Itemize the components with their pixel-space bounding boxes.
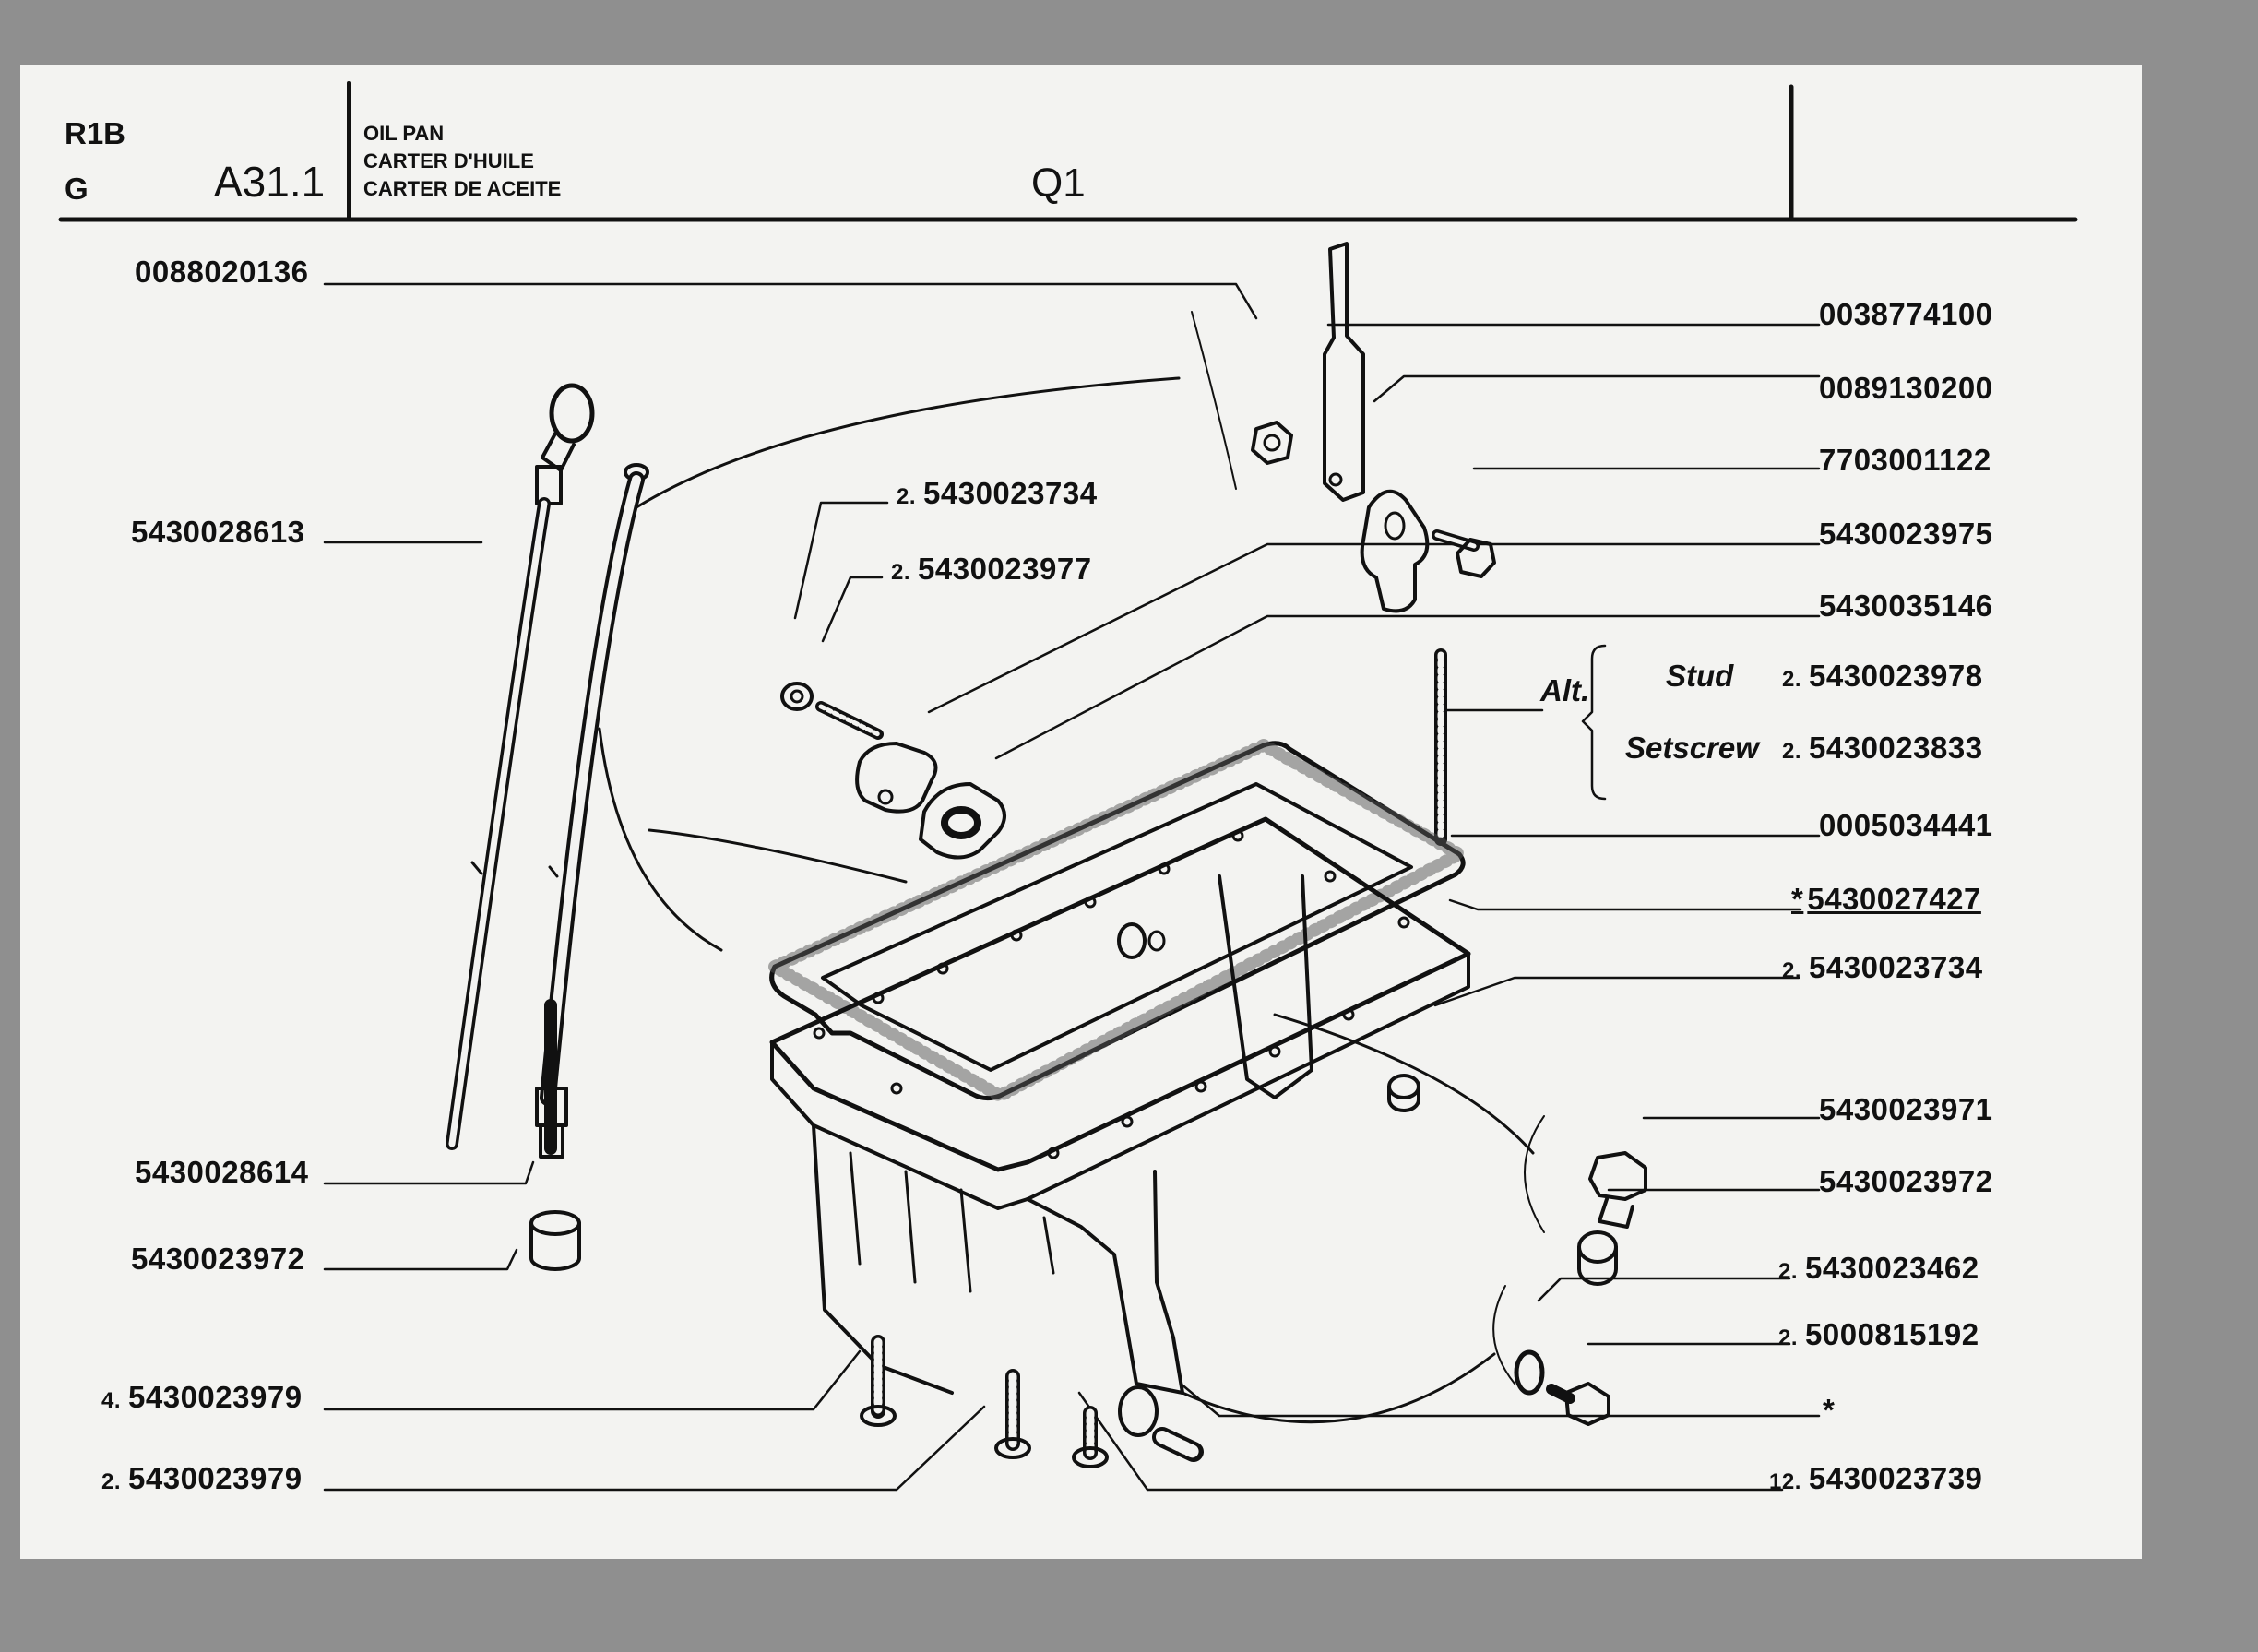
oil-pan-exploded-view xyxy=(58,81,2078,1492)
leader-5430023734-top xyxy=(793,501,889,620)
leader-5430023977 xyxy=(821,576,884,643)
part-label: 5430023972 xyxy=(131,1242,305,1276)
arc-dipstick-to-pan xyxy=(627,376,1181,514)
part-label: 2.5430023833 xyxy=(1782,731,1983,765)
alt-setscrew-label: Setscrew xyxy=(1625,731,1759,765)
part-label: 2.5430023978 xyxy=(1782,659,1983,693)
part-label: 2.5000815192 xyxy=(1778,1317,1979,1351)
drain-hardware xyxy=(1152,1074,1647,1462)
part-label: 0005034441 xyxy=(1819,808,1993,842)
alt-label: Alt. xyxy=(1540,673,1590,707)
model-code: R1B xyxy=(65,116,126,150)
part-label: 5430028613 xyxy=(131,515,305,549)
sleeve-left xyxy=(529,1210,581,1271)
part-label: 5430023975 xyxy=(1819,517,1993,551)
part-label: 0088020136 xyxy=(135,255,309,289)
leader-5430023979-2 xyxy=(323,1405,986,1492)
oil-pan-body xyxy=(769,816,1471,1437)
part-label: 5430023971 xyxy=(1819,1092,1993,1126)
header-rules xyxy=(58,81,2078,222)
leader-5430035146 xyxy=(994,614,1821,760)
part-label: * xyxy=(1823,1393,1836,1427)
part-label: *5430027427 xyxy=(1791,882,1981,916)
part-label: 5430023972 xyxy=(1819,1164,1993,1198)
dipstick xyxy=(446,383,595,1150)
leader-5430023739 xyxy=(1077,1391,1784,1492)
leader-0088020136 xyxy=(323,282,1258,320)
alt-bracket xyxy=(1581,644,1607,801)
part-label: 2.5430023977 xyxy=(891,552,1092,586)
part-label: 2.5430023734 xyxy=(897,476,1098,510)
leader-lines xyxy=(323,282,1821,1492)
title-fr: CARTER D'HUILE xyxy=(363,149,534,172)
arc-gasket-to-pan xyxy=(598,727,723,952)
part-label: 2.5430023734 xyxy=(1782,950,1983,984)
leader-5430023979-4 xyxy=(323,1349,862,1411)
oil-pan-gasket xyxy=(768,739,1466,1102)
bracket-hardware xyxy=(1251,242,1496,613)
leader-0089130200 xyxy=(1373,374,1821,403)
plate-hardware xyxy=(780,682,1006,860)
leader-5430023972-left xyxy=(323,1248,518,1271)
part-label: 5430028614 xyxy=(135,1155,309,1189)
leader-star xyxy=(1179,1382,1821,1418)
arc-drain-plug xyxy=(1273,1013,1535,1155)
parts-sheet: R1B G A31.1 OIL PAN CARTER D'HUILE CARTE… xyxy=(20,65,2142,1559)
part-label: 2.5430023462 xyxy=(1778,1251,1979,1285)
part-label: 0038774100 xyxy=(1819,297,1993,331)
alt-stud-label: Stud xyxy=(1666,659,1734,693)
part-label: 4.5430023979 xyxy=(101,1380,303,1414)
part-label: 0089130200 xyxy=(1819,371,1993,405)
dipstick-tube xyxy=(535,463,649,1159)
part-label: 2.5430023979 xyxy=(101,1461,303,1495)
title-es: CARTER DE ACEITE xyxy=(363,177,562,200)
leader-5430023462 xyxy=(1537,1277,1791,1302)
variant-code: G xyxy=(65,172,89,206)
title-en: OIL PAN xyxy=(363,122,445,145)
leader-5430023734-right xyxy=(1433,976,1800,1007)
pan-bolts xyxy=(860,1335,1109,1468)
leader-5430028614 xyxy=(323,1160,535,1185)
plate-number: A31.1 xyxy=(214,158,326,206)
leader-5430023975 xyxy=(927,542,1821,714)
part-label: 12.5430023739 xyxy=(1769,1461,1983,1495)
leader-5430027427 xyxy=(1448,898,1802,911)
part-label: 5430035146 xyxy=(1819,588,1993,623)
section-code: Q1 xyxy=(1031,160,1086,206)
part-label: 7703001122 xyxy=(1819,443,1991,477)
